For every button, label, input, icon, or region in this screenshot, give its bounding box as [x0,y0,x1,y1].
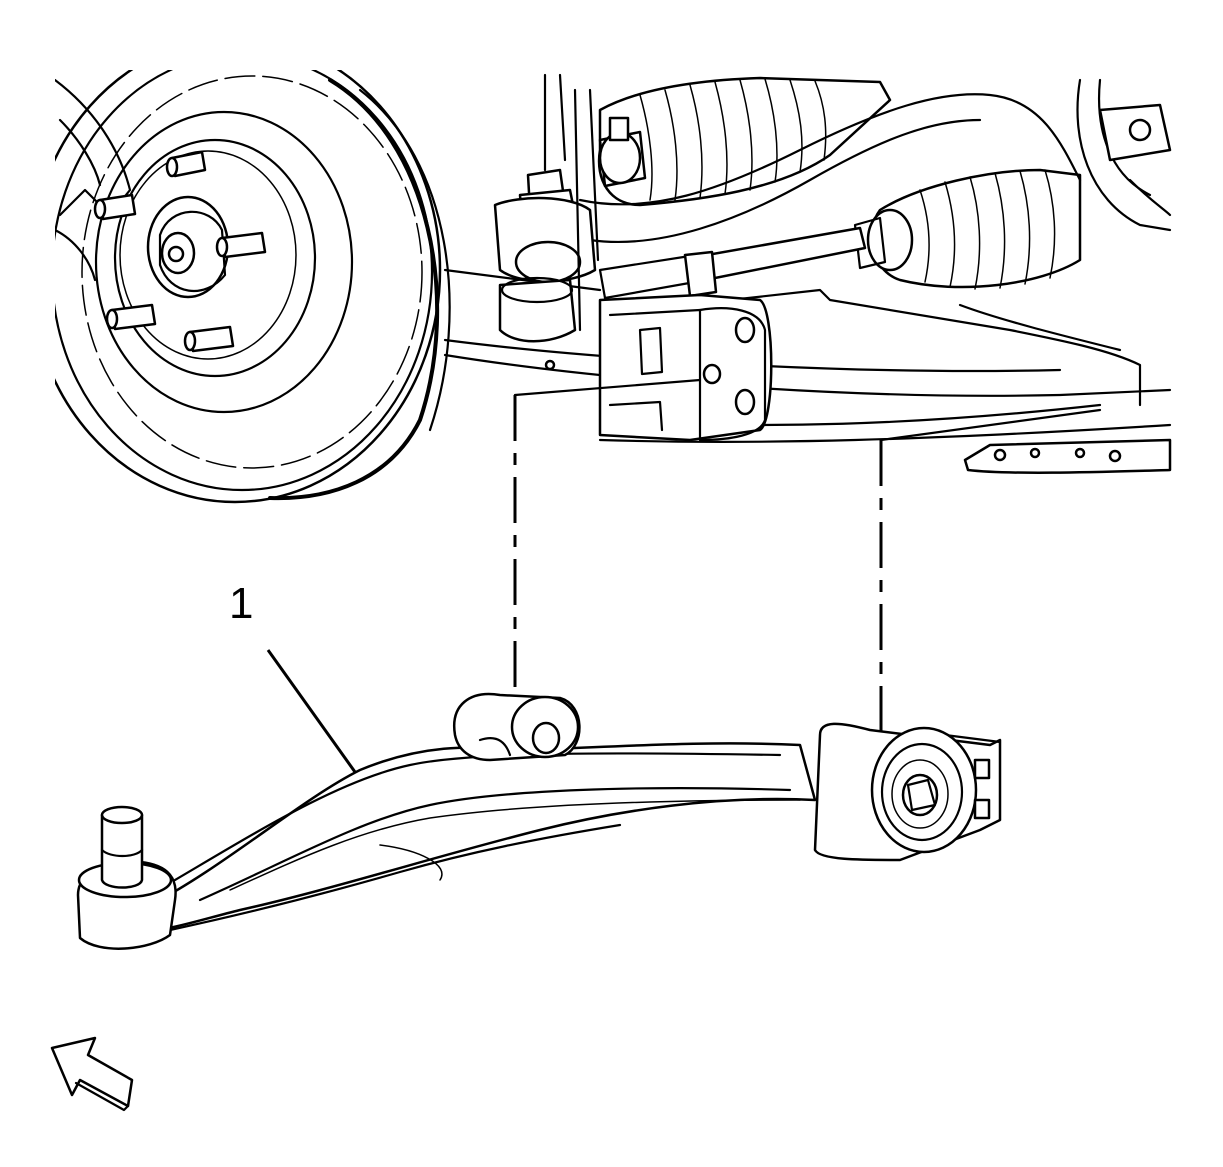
steering-gear [597,76,1082,300]
callout-leader-1 [266,649,357,773]
alignment-lines [513,378,1102,740]
frame-crossmember [443,78,1172,474]
callout-label-1: 1 [229,579,254,628]
lower-control-arm [76,692,1002,950]
front-direction-arrow-icon [50,1036,134,1112]
brake-rotor [55,70,451,504]
ball-joint-upper [493,73,600,371]
wheel-studs [93,150,267,353]
